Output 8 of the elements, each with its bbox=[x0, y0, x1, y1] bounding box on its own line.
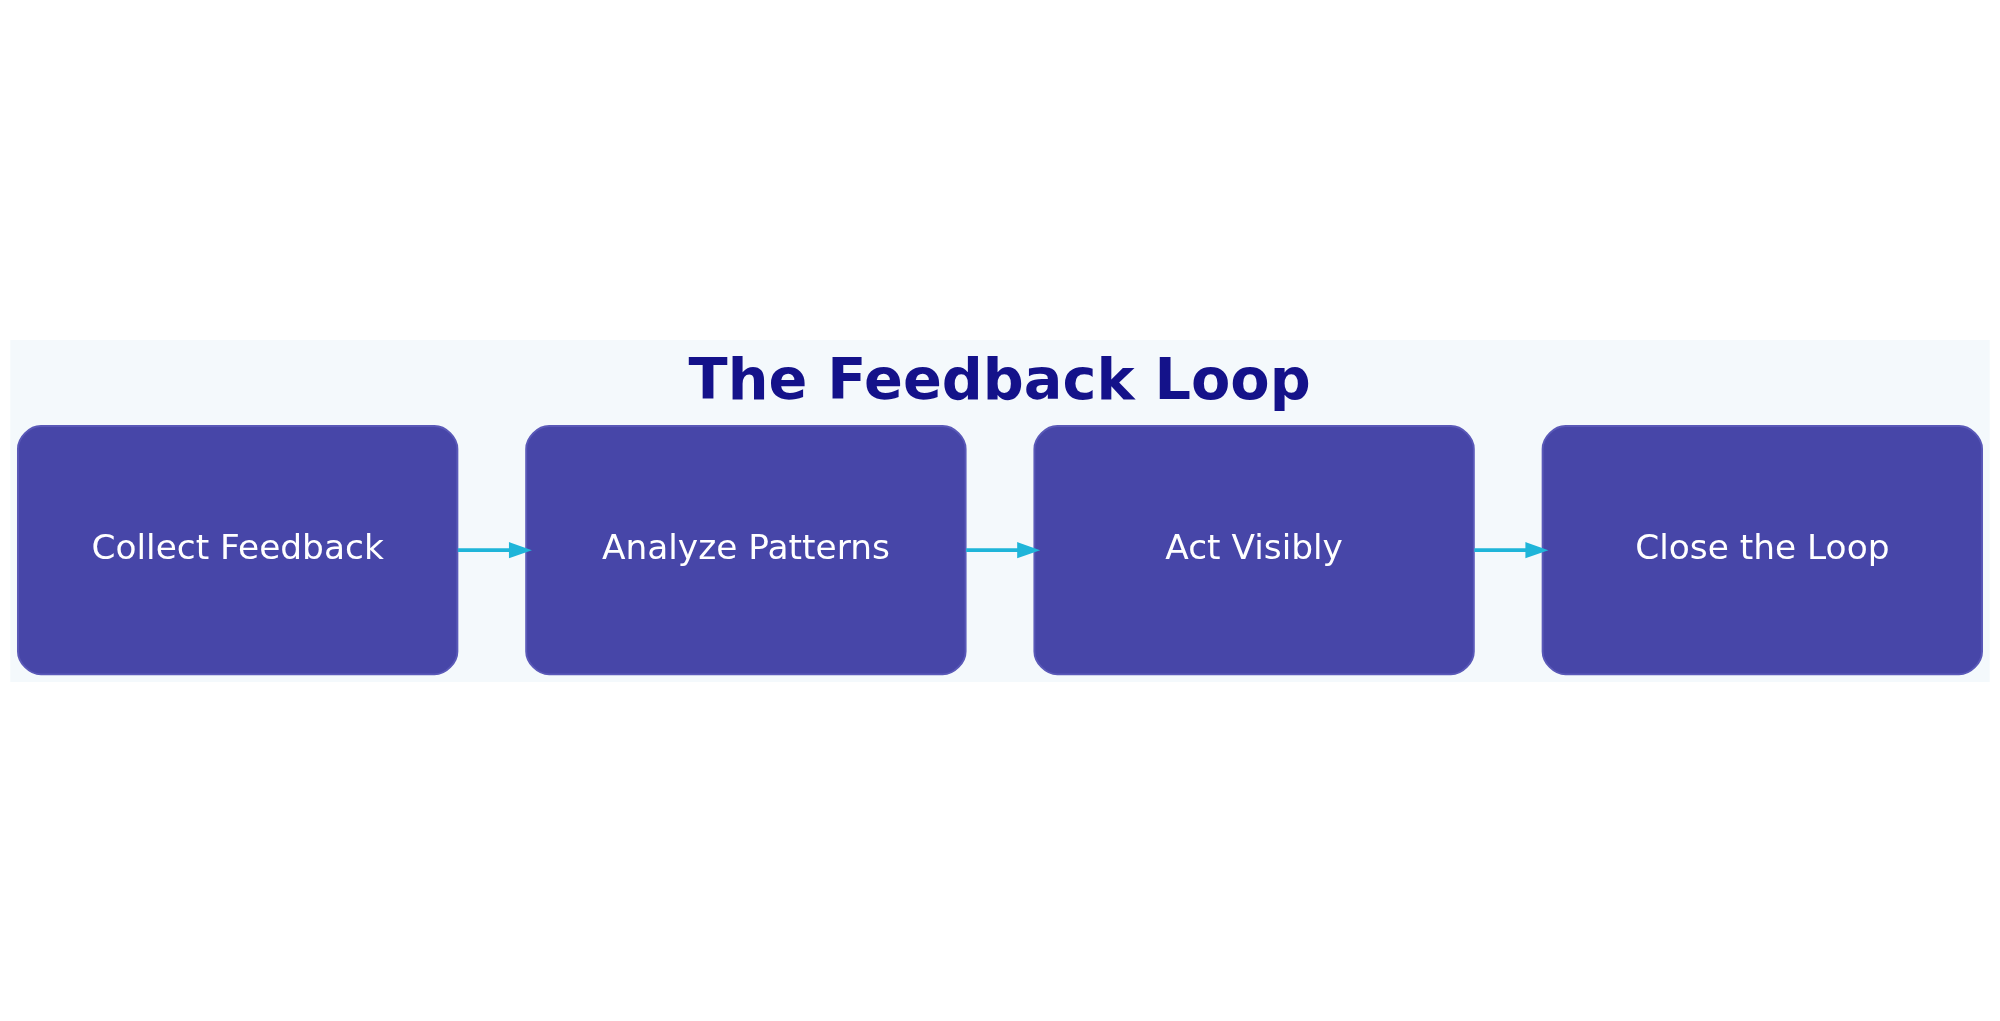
node-box: Act Visibly bbox=[1033, 424, 1475, 675]
arrow bbox=[457, 541, 532, 558]
node-box: Analyze Patterns bbox=[525, 424, 967, 675]
node-box: Collect Feedback bbox=[17, 424, 459, 675]
arrow bbox=[1474, 541, 1549, 558]
node-box: Close the Loop bbox=[1541, 424, 1983, 675]
arrow bbox=[966, 541, 1041, 558]
diagram-title: The Feedback Loop bbox=[688, 345, 1311, 413]
